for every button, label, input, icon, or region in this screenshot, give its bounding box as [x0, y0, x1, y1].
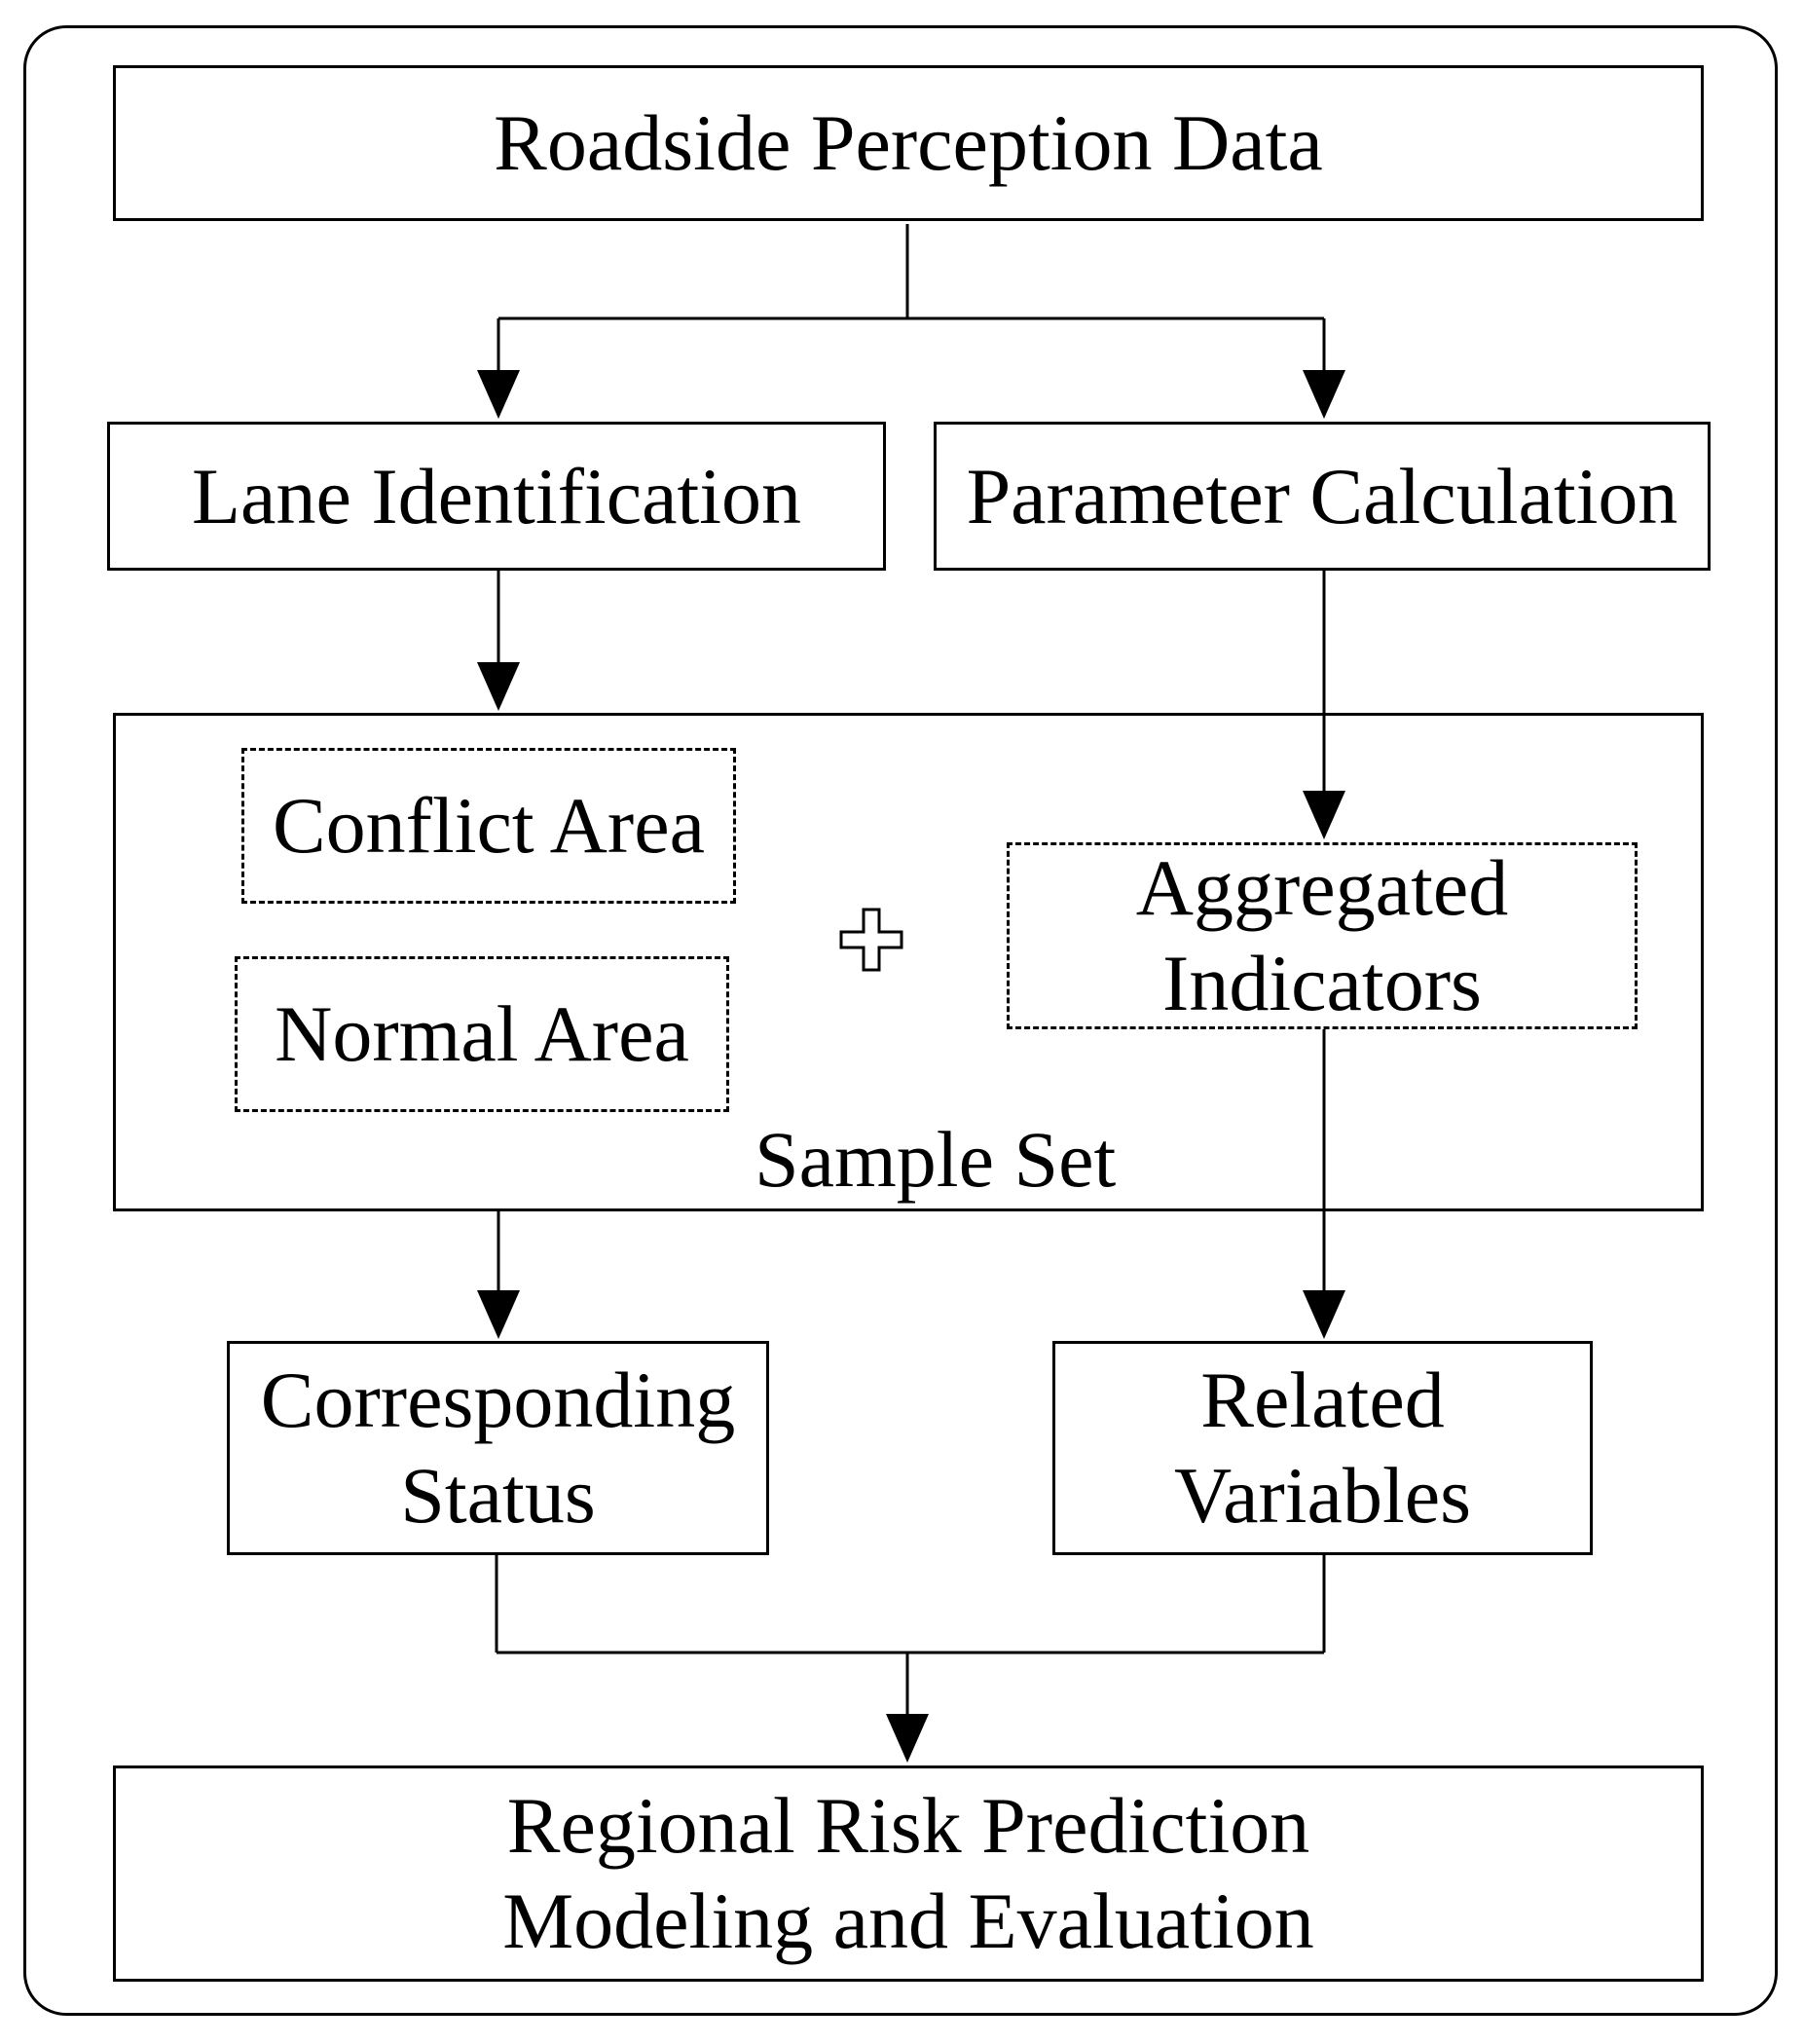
conflict-area-label: Conflict Area — [272, 781, 706, 870]
arrowhead-related — [1303, 1290, 1345, 1339]
aggregated-indicators-box: Aggregated Indicators — [1007, 842, 1638, 1029]
plus-icon — [839, 908, 903, 972]
normal-area-label: Normal Area — [275, 989, 689, 1078]
roadside-perception-label: Roadside Perception Data — [494, 98, 1323, 187]
arrowhead-lane — [477, 370, 520, 419]
arrowhead-regional — [886, 1714, 929, 1763]
arrowhead-parameter — [1303, 370, 1345, 419]
conflict-area-box: Conflict Area — [241, 748, 736, 904]
aggregated-indicators-line2: Indicators — [1162, 939, 1482, 1027]
arrowhead-aggregated — [1303, 791, 1345, 839]
arrowhead-sample — [477, 662, 520, 711]
arrowhead-corresponding — [477, 1290, 520, 1339]
related-variables-line1: Related — [1200, 1356, 1445, 1444]
related-variables-line2: Variables — [1173, 1451, 1472, 1540]
lane-identification-box: Lane Identification — [107, 422, 886, 571]
regional-risk-line1: Regional Risk Prediction — [506, 1781, 1310, 1870]
outer-frame — [23, 25, 1778, 2016]
aggregated-indicators-line1: Aggregated — [1135, 843, 1509, 932]
related-variables-box: Related Variables — [1052, 1341, 1593, 1555]
lane-identification-label: Lane Identification — [191, 451, 802, 540]
parameter-calculation-box: Parameter Calculation — [934, 422, 1711, 571]
corresponding-status-line1: Corresponding — [260, 1356, 736, 1444]
parameter-calculation-label: Parameter Calculation — [966, 451, 1678, 540]
regional-risk-line2: Modeling and Evaluation — [502, 1877, 1314, 1965]
corresponding-status-box: Corresponding Status — [227, 1341, 769, 1555]
corresponding-status-line2: Status — [400, 1451, 596, 1540]
sample-set-container — [113, 713, 1704, 1211]
sample-set-label: Sample Set — [755, 1115, 1117, 1204]
regional-risk-box: Regional Risk Prediction Modeling and Ev… — [113, 1765, 1704, 1982]
normal-area-box: Normal Area — [235, 956, 729, 1112]
roadside-perception-box: Roadside Perception Data — [113, 65, 1704, 221]
